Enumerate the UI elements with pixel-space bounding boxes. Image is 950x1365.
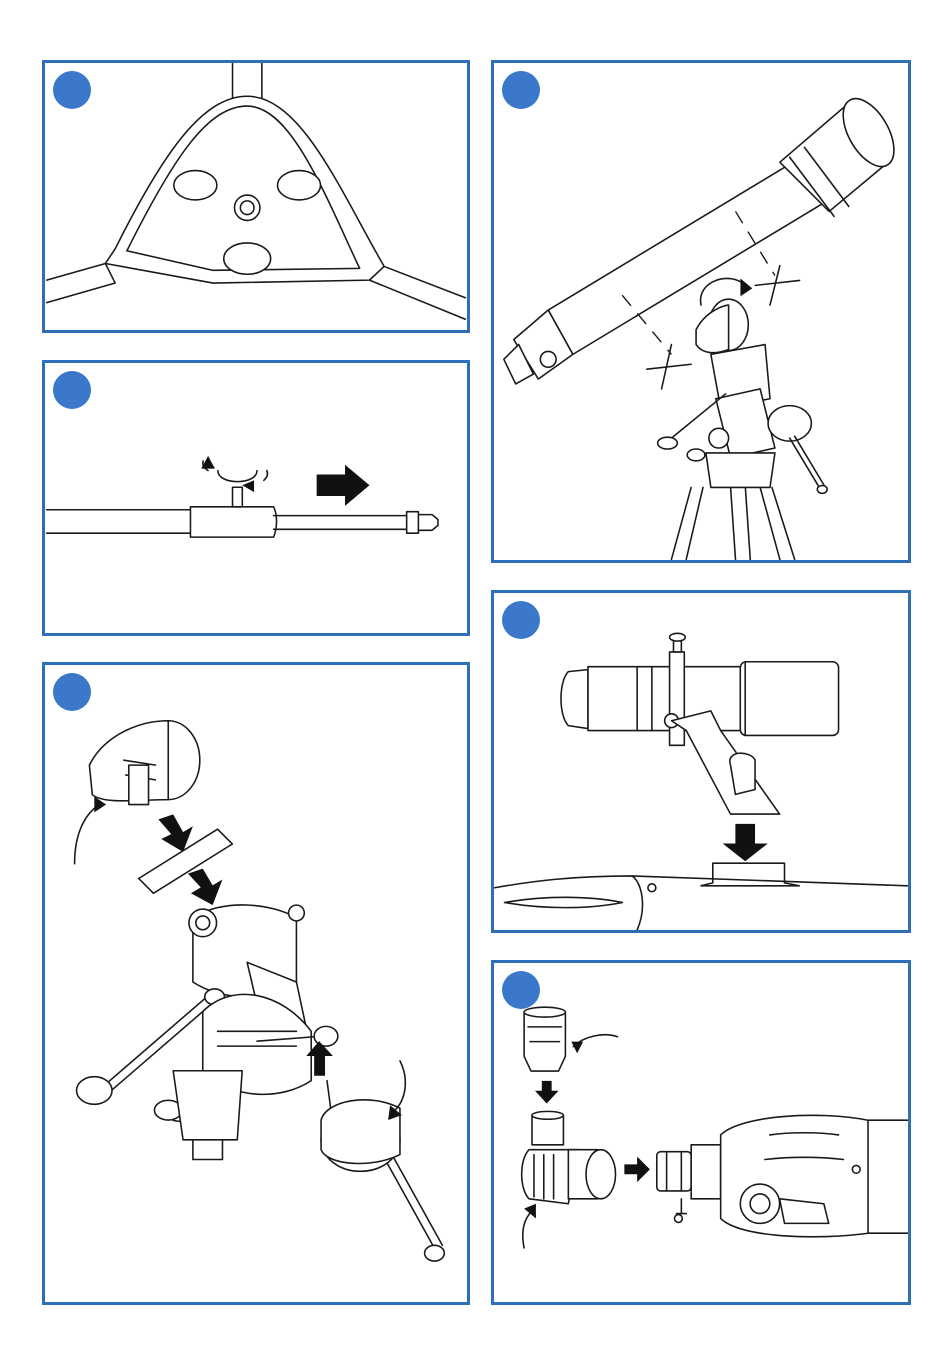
panel-mount-assembly (42, 662, 470, 1305)
tube-mount-illustration (494, 63, 908, 560)
panel-accessory-tray (42, 60, 470, 333)
step-badge-icon (502, 601, 540, 639)
accessory-tray-illustration (45, 63, 467, 330)
panel-tube-mount (491, 60, 911, 563)
step-badge-icon (502, 71, 540, 109)
step-badge-icon (53, 673, 91, 711)
panel-tripod-leg (42, 360, 470, 636)
panel-diagonal-eyepiece (491, 960, 911, 1305)
step-badge-icon (53, 71, 91, 109)
tripod-leg-illustration (45, 363, 467, 633)
diagonal-eyepiece-illustration (494, 963, 908, 1302)
step-badge-icon (53, 371, 91, 409)
finder-scope-illustration (494, 593, 908, 930)
mount-assembly-illustration (45, 665, 467, 1302)
step-badge-icon (502, 971, 540, 1009)
panel-finder-scope (491, 590, 911, 933)
